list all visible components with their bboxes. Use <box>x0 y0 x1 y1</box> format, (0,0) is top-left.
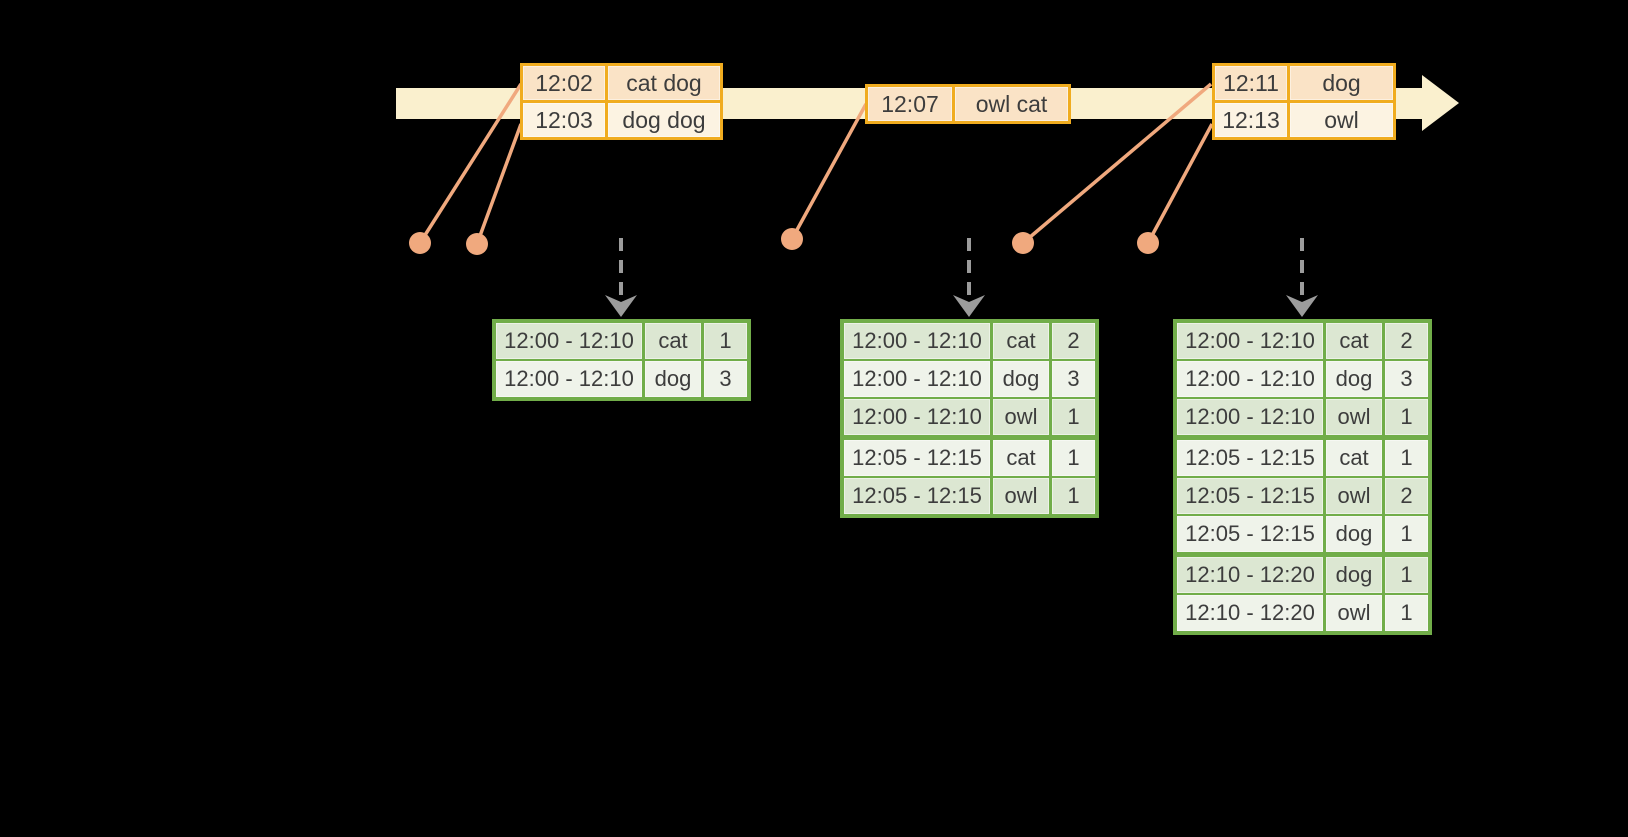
count-cell: 1 <box>1052 478 1095 514</box>
result-table-3: 12:00 - 12:10 cat 2 12:00 - 12:10 dog 3 … <box>1173 319 1432 635</box>
window-cell: 12:00 - 12:10 <box>844 399 990 435</box>
word-cell: cat <box>1326 440 1382 476</box>
event-time-cell: 12:11 <box>1215 66 1287 100</box>
event-time-cell: 12:13 <box>1215 103 1287 137</box>
count-cell: 3 <box>704 361 747 397</box>
word-cell: dog <box>993 361 1049 397</box>
event-line <box>475 123 523 245</box>
event-dot <box>466 233 488 255</box>
timeline-arrowhead-icon <box>1422 75 1459 131</box>
word-cell: cat <box>1326 323 1382 359</box>
count-cell: 1 <box>1385 399 1428 435</box>
event-line <box>790 103 868 240</box>
window-cell: 12:05 - 12:15 <box>844 440 990 476</box>
event-markers <box>409 82 1214 255</box>
count-cell: 1 <box>704 323 747 359</box>
count-cell: 1 <box>1052 440 1095 476</box>
result-row: 12:05 - 12:15 cat 1 <box>1177 440 1428 476</box>
result-row: 12:00 - 12:10 owl 1 <box>1177 399 1428 435</box>
result-row: 12:00 - 12:10 dog 3 <box>1177 361 1428 397</box>
event-row: 12:11 dog <box>1215 66 1393 100</box>
count-cell: 1 <box>1385 595 1428 631</box>
window-cell: 12:05 - 12:15 <box>1177 440 1323 476</box>
result-row: 12:00 - 12:10 owl 1 <box>844 399 1095 435</box>
result-row: 12:05 - 12:15 cat 1 <box>844 440 1095 476</box>
window-cell: 12:10 - 12:20 <box>1177 595 1323 631</box>
arrow-down-icon <box>1286 295 1318 317</box>
result-row: 12:00 - 12:10 cat 1 <box>496 323 747 359</box>
count-cell: 1 <box>1385 557 1428 593</box>
result-row: 12:05 - 12:15 owl 2 <box>1177 478 1428 514</box>
event-words-cell: dog <box>1290 66 1393 100</box>
window-cell: 12:10 - 12:20 <box>1177 557 1323 593</box>
word-cell: cat <box>645 323 701 359</box>
trigger-arrows <box>605 238 1318 317</box>
count-cell: 1 <box>1385 516 1428 552</box>
event-table-2: 12:07 owl cat <box>865 84 1071 124</box>
event-row: 12:13 owl <box>1215 103 1393 137</box>
window-cell: 12:00 - 12:10 <box>1177 323 1323 359</box>
count-cell: 2 <box>1385 478 1428 514</box>
count-cell: 3 <box>1385 361 1428 397</box>
window-cell: 12:00 - 12:10 <box>1177 361 1323 397</box>
window-cell: 12:05 - 12:15 <box>1177 478 1323 514</box>
result-row: 12:00 - 12:10 cat 2 <box>844 323 1095 359</box>
word-cell: owl <box>1326 478 1382 514</box>
word-cell: dog <box>1326 557 1382 593</box>
event-dot <box>1137 232 1159 254</box>
window-cell: 12:05 - 12:15 <box>1177 516 1323 552</box>
window-cell: 12:05 - 12:15 <box>844 478 990 514</box>
count-cell: 1 <box>1052 399 1095 435</box>
count-cell: 1 <box>1385 440 1428 476</box>
count-cell: 3 <box>1052 361 1095 397</box>
result-row: 12:00 - 12:10 dog 3 <box>496 361 747 397</box>
event-row: 12:07 owl cat <box>868 87 1068 121</box>
arrow-down-icon <box>605 295 637 317</box>
result-row: 12:00 - 12:10 cat 2 <box>1177 323 1428 359</box>
word-cell: owl <box>993 478 1049 514</box>
word-cell: cat <box>993 440 1049 476</box>
event-words-cell: owl <box>1290 103 1393 137</box>
word-cell: owl <box>1326 399 1382 435</box>
word-cell: dog <box>645 361 701 397</box>
event-line <box>1021 82 1213 245</box>
event-time-cell: 12:07 <box>868 87 952 121</box>
count-cell: 2 <box>1385 323 1428 359</box>
word-cell: cat <box>993 323 1049 359</box>
event-table-1: 12:02 cat dog 12:03 dog dog <box>520 63 723 140</box>
arrow-down-icon <box>953 295 985 317</box>
event-time-cell: 12:03 <box>523 103 605 137</box>
event-row: 12:02 cat dog <box>523 66 720 100</box>
event-row: 12:03 dog dog <box>523 103 720 137</box>
word-cell: dog <box>1326 516 1382 552</box>
window-cell: 12:00 - 12:10 <box>496 361 642 397</box>
event-dot <box>1012 232 1034 254</box>
result-row: 12:10 - 12:20 owl 1 <box>1177 595 1428 631</box>
count-cell: 2 <box>1052 323 1095 359</box>
result-row: 12:10 - 12:20 dog 1 <box>1177 557 1428 593</box>
result-row: 12:00 - 12:10 dog 3 <box>844 361 1095 397</box>
event-words-cell: owl cat <box>955 87 1068 121</box>
result-row: 12:05 - 12:15 owl 1 <box>844 478 1095 514</box>
window-cell: 12:00 - 12:10 <box>844 323 990 359</box>
event-time-cell: 12:02 <box>523 66 605 100</box>
event-dot <box>781 228 803 250</box>
result-table-1: 12:00 - 12:10 cat 1 12:00 - 12:10 dog 3 <box>492 319 751 401</box>
result-row: 12:05 - 12:15 dog 1 <box>1177 516 1428 552</box>
event-dot <box>409 232 431 254</box>
event-words-cell: cat dog <box>608 66 720 100</box>
window-cell: 12:00 - 12:10 <box>1177 399 1323 435</box>
word-cell: owl <box>993 399 1049 435</box>
event-line <box>1146 123 1214 244</box>
result-table-2: 12:00 - 12:10 cat 2 12:00 - 12:10 dog 3 … <box>840 319 1099 518</box>
window-cell: 12:00 - 12:10 <box>844 361 990 397</box>
event-table-3: 12:11 dog 12:13 owl <box>1212 63 1396 140</box>
window-cell: 12:00 - 12:10 <box>496 323 642 359</box>
word-cell: owl <box>1326 595 1382 631</box>
word-cell: dog <box>1326 361 1382 397</box>
event-line <box>418 83 523 244</box>
event-words-cell: dog dog <box>608 103 720 137</box>
